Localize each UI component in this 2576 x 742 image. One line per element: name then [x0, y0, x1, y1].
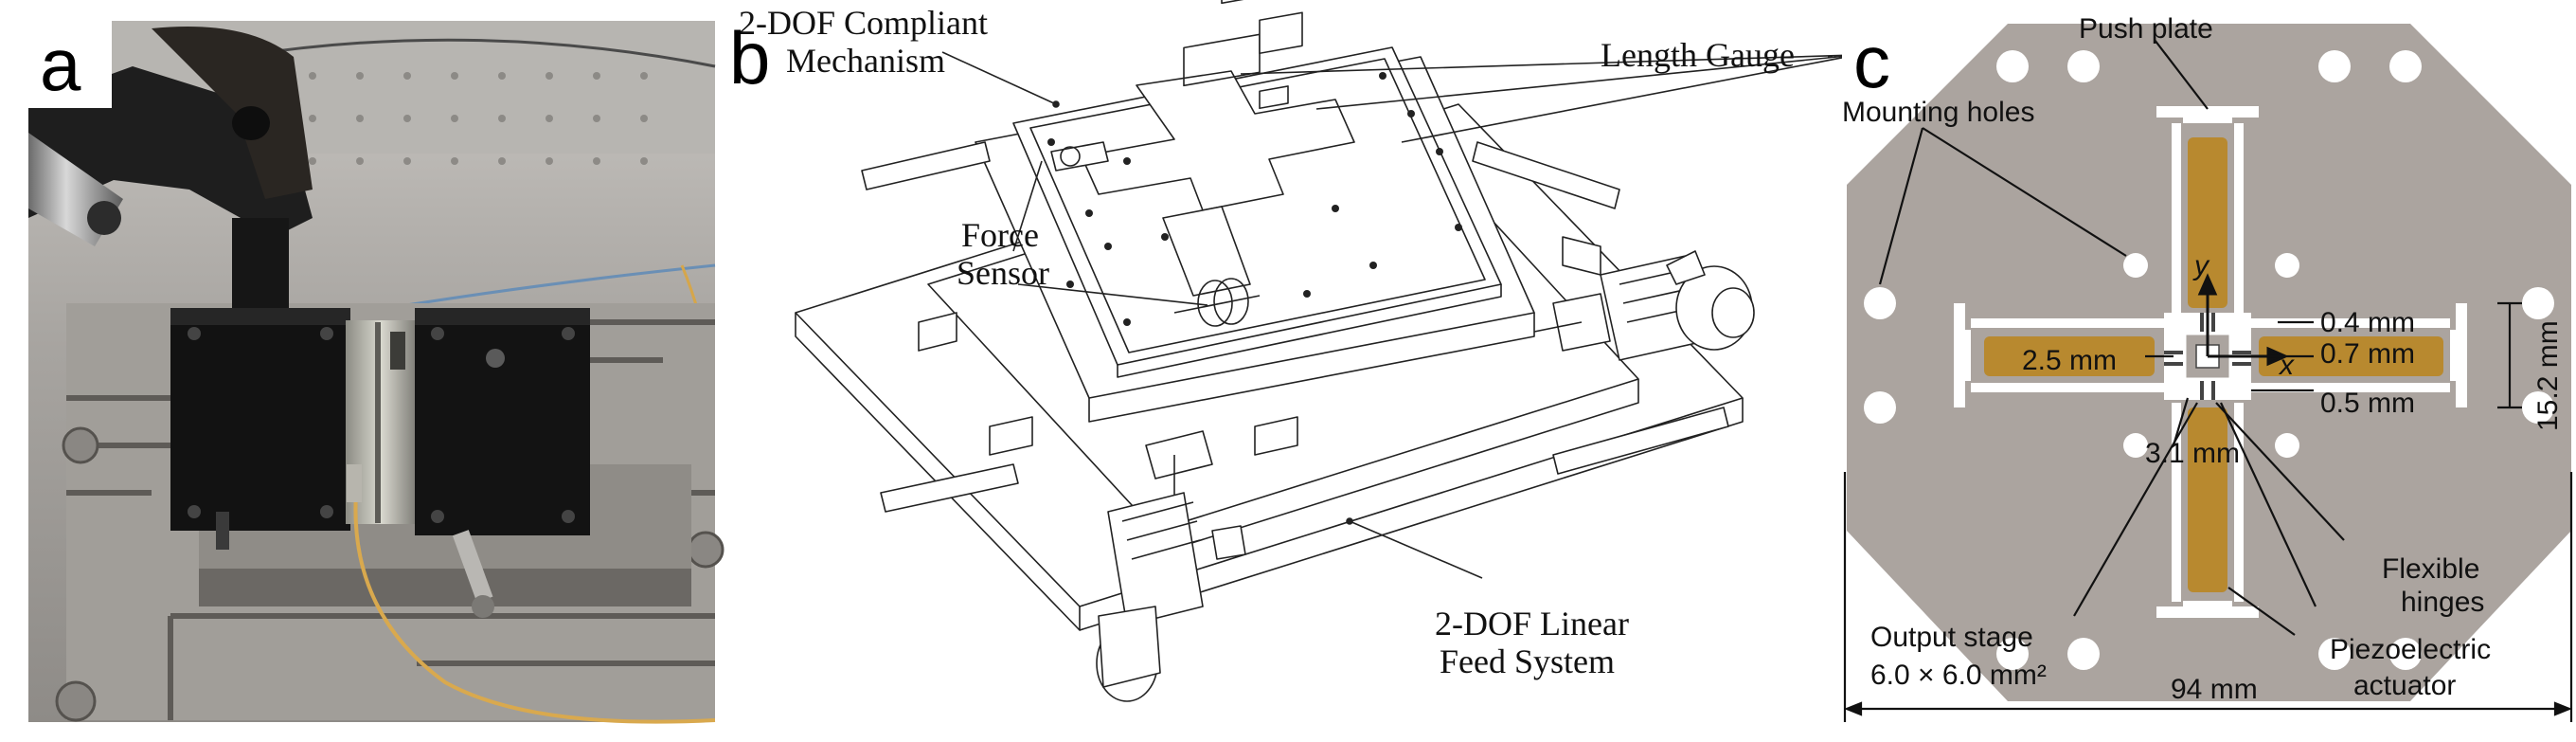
compliant-stage-schematic: Push plate Mounting holes y x 0.4 mm 0.7…	[1842, 13, 2573, 722]
panel-a-letter: a	[40, 23, 81, 106]
panel-a-photo: a	[0, 0, 729, 742]
label-dim-0-5mm: 0.5 mm	[2320, 388, 2415, 419]
label-flexible-hinges-line1: Flexible	[2382, 553, 2479, 585]
label-flexible-hinges-line2: hinges	[2401, 587, 2484, 618]
label-dim-0-4mm: 0.4 mm	[2320, 307, 2415, 338]
label-compliant-mechanism-line2: Mechanism	[786, 42, 945, 80]
label-push-plate: Push plate	[2079, 13, 2213, 45]
label-piezo-line2: actuator	[2353, 670, 2456, 701]
label-y-axis: y	[2192, 250, 2210, 281]
label-dim-3-1mm: 3.1 mm	[2145, 438, 2240, 469]
label-dim-2-5mm: 2.5 mm	[2022, 345, 2117, 376]
label-output-stage-line1: Output stage	[1870, 622, 2033, 653]
label-linear-feed-line2: Feed System	[1440, 642, 1615, 680]
label-compliant-mechanism-line1: 2-DOF Compliant	[739, 4, 988, 42]
mounting-holes	[1864, 50, 2554, 670]
label-piezo-line1: Piezoelectric	[2330, 634, 2491, 665]
label-force-sensor-line2: Sensor	[957, 254, 1049, 292]
panel-c-schematic: Push plate Mounting holes y x 0.4 mm 0.7…	[1842, 0, 2576, 742]
compliant-mechanism-assembly-drawing: 2-DOF Compliant Mechanism Length Gauge F…	[729, 0, 1842, 702]
label-dim-0-7mm: 0.7 mm	[2320, 338, 2415, 370]
panel-b-letter: b	[729, 16, 770, 100]
label-x-axis: x	[2278, 350, 2295, 381]
label-linear-feed-line1: 2-DOF Linear	[1435, 605, 1629, 642]
piezoelectric-actuators	[1984, 137, 2443, 592]
label-force-sensor-line1: Force	[961, 216, 1039, 254]
experimental-setup-photo: a	[28, 21, 724, 724]
panel-b-cad-drawing: 2-DOF Compliant Mechanism Length Gauge F…	[729, 0, 1842, 742]
label-output-stage-size: 6.0 × 6.0 mm²	[1870, 660, 2047, 691]
label-mounting-holes: Mounting holes	[1842, 97, 2034, 128]
label-length-gauge: Length Gauge	[1601, 36, 1795, 74]
label-dim-15-2mm: 15.2 mm	[2532, 320, 2564, 431]
panel-c-letter: c	[1853, 20, 1890, 103]
label-dim-94mm: 94 mm	[2171, 674, 2258, 705]
